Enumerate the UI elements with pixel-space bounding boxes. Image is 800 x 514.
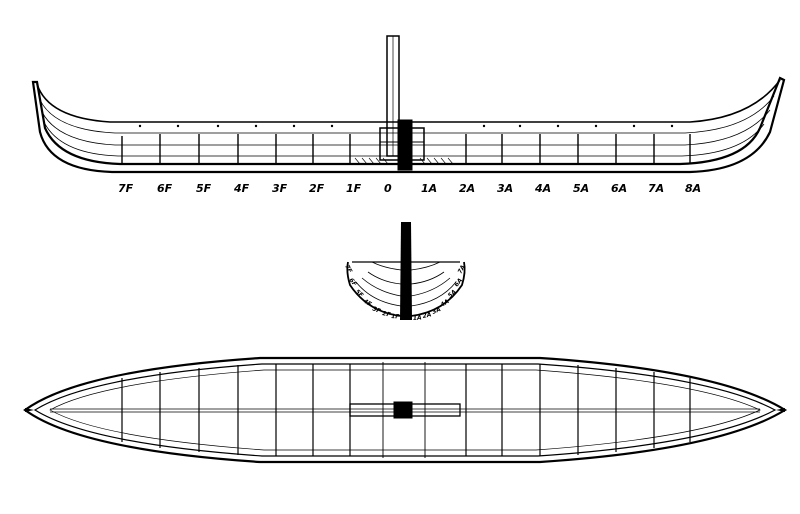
plan-bow-point (25, 408, 34, 412)
section-strake-right (410, 281, 457, 307)
section-strake-left (367, 271, 402, 285)
frame-label: 4F (233, 182, 250, 195)
section-strake-left (361, 277, 402, 297)
frame-label: 6F (157, 182, 173, 195)
frame-label: 6A (611, 182, 627, 195)
frame-label: 8A (685, 182, 701, 195)
plan-inner-line (49, 369, 761, 451)
frame-label: 1F (346, 182, 362, 195)
frame-label: 7A (648, 182, 664, 195)
section-label: 5A (447, 288, 459, 299)
section-strake-left (371, 261, 402, 271)
profile-strake (39, 95, 775, 134)
profile-keel-hatch (354, 157, 454, 165)
section-labels-left: 7F 6F 5F 4F 3F 2F 1F (343, 264, 400, 321)
section-label: 6F (347, 277, 358, 289)
section-hull-left (346, 261, 402, 317)
profile-mast-step (397, 119, 413, 171)
midship-section-view (346, 222, 466, 320)
frame-label: 7F (118, 182, 134, 195)
section-label: 2F (382, 310, 392, 319)
section-label: 6A (453, 277, 464, 289)
section-strake-left (355, 281, 402, 307)
frame-label: 3F (272, 182, 288, 195)
section-label: 7A (457, 264, 467, 275)
frame-label: 0 (384, 182, 392, 195)
frame-label: 4A (534, 182, 551, 195)
profile-oar-ports (138, 124, 674, 128)
section-label: 3F (371, 305, 382, 315)
plan-stern-point (776, 408, 785, 412)
frame-label: 3A (497, 182, 513, 195)
section-strake-right (410, 261, 441, 271)
frame-label: 1A (421, 182, 437, 195)
section-strake-right (410, 271, 445, 285)
profile-mast-fish (379, 127, 425, 161)
profile-hull-outline (31, 76, 786, 174)
section-keel-post (400, 222, 412, 320)
section-label: 7F (343, 264, 353, 275)
plan-gunwale (33, 363, 777, 457)
frame-label: 2A (459, 182, 475, 195)
section-label: 3A (431, 306, 442, 316)
section-labels-right: 1A 2A 3A 4A 5A 6A 7A (413, 264, 467, 322)
section-label: 2A (422, 311, 432, 320)
frame-label: 5A (573, 182, 589, 195)
section-label: 4F (362, 298, 373, 309)
section-hull-right (410, 261, 466, 317)
section-label: 4A (439, 298, 450, 309)
plan-mast-step (393, 401, 413, 419)
profile-frame-ribs (121, 134, 691, 164)
frame-label-row: 7F 6F 5F 4F 3F 2F 1F 0 1A 2A 3A 4A 5A 6A… (118, 182, 701, 195)
section-label: 1F (391, 313, 401, 321)
frame-label: 2F (309, 182, 325, 195)
frame-label: 5F (196, 182, 212, 195)
section-label: 1A (413, 314, 423, 322)
section-label: 5F (354, 288, 366, 299)
plan-view (23, 356, 788, 464)
profile-view (31, 35, 786, 174)
section-strake-right (410, 277, 451, 297)
profile-sheer-line (36, 79, 781, 123)
